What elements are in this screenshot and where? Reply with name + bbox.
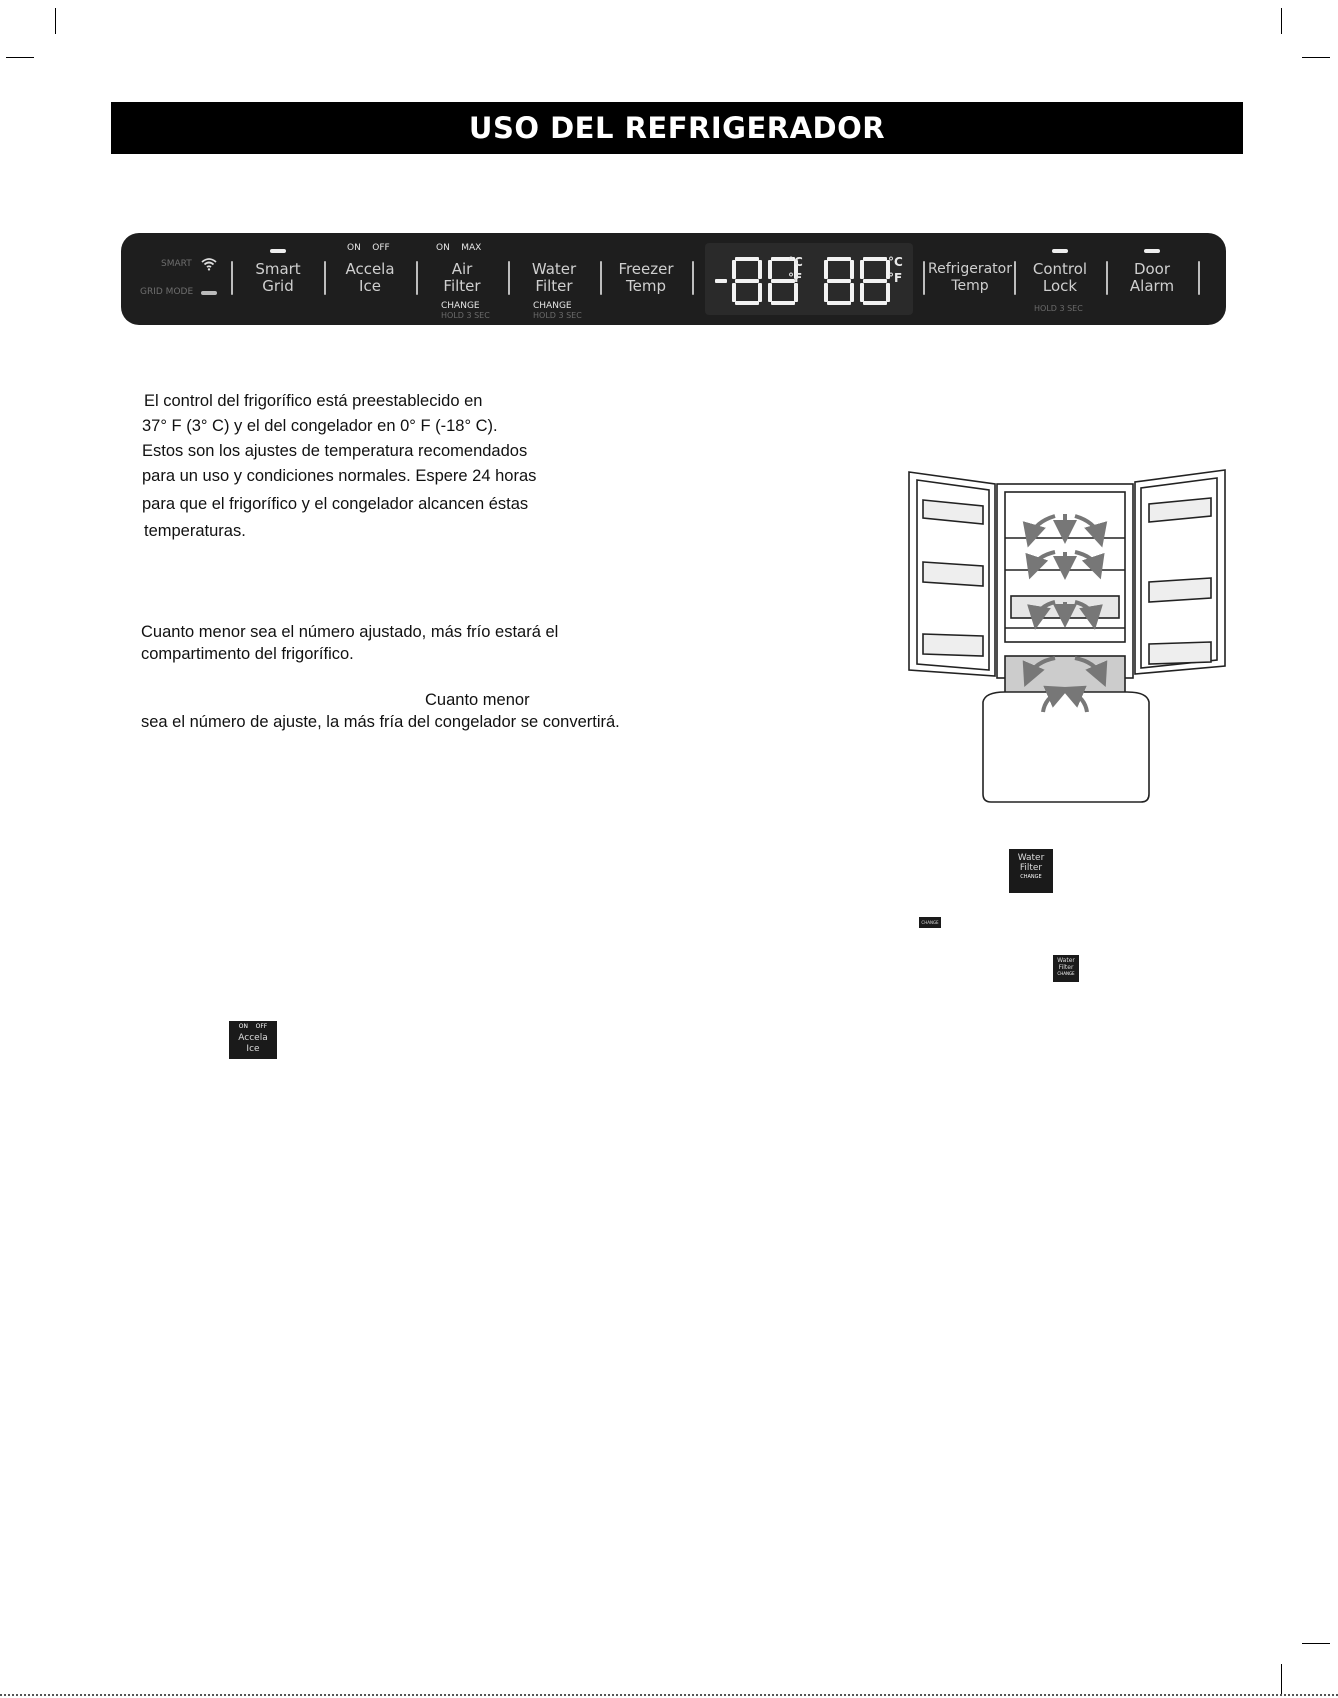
control-panel: SMART GRID MODE Smart Grid ON OFF Accela… bbox=[121, 233, 1226, 325]
smart-grid-button[interactable]: Smart Grid bbox=[235, 261, 321, 295]
accela-ice-icon-line2: Ice bbox=[246, 1044, 260, 1054]
air-filter-change-label: CHANGE bbox=[441, 301, 480, 311]
temperature-display: °C °F °C °F bbox=[705, 243, 913, 315]
refrigerator-unit-f: °F bbox=[888, 271, 903, 285]
wifi-icon bbox=[201, 258, 217, 271]
refrigerator-unit-c: °C bbox=[888, 255, 903, 269]
bottom-dotted-rule bbox=[0, 1694, 1338, 1696]
accela-ice-button[interactable]: Accela Ice bbox=[327, 261, 413, 295]
air-filter-line1: Air bbox=[451, 260, 473, 278]
water-filter-hold-label: HOLD 3 SEC bbox=[533, 311, 582, 320]
smart-grid-indicator bbox=[270, 249, 286, 253]
crop-mark bbox=[55, 8, 56, 34]
water-filter-small-line2: Filter bbox=[1058, 964, 1074, 971]
accela-ice-status: ON OFF bbox=[347, 243, 390, 253]
control-lock-hold-label: HOLD 3 SEC bbox=[1034, 304, 1083, 313]
water-filter-icon-change: CHANGE bbox=[1020, 874, 1042, 880]
smart-label: SMART bbox=[161, 259, 192, 269]
water-filter-icon-line1: Water bbox=[1017, 853, 1045, 863]
separator bbox=[416, 261, 418, 295]
door-alarm-button[interactable]: Door Alarm bbox=[1109, 261, 1195, 295]
crop-mark bbox=[1302, 1643, 1330, 1644]
accela-ice-line1: Accela bbox=[345, 260, 395, 278]
control-lock-indicator bbox=[1052, 249, 1068, 253]
freezer-setting-line: sea el número de ajuste, la más fría del… bbox=[141, 713, 620, 731]
separator bbox=[692, 261, 694, 295]
refrigerator-airflow-illustration bbox=[908, 469, 1226, 803]
door-alarm-line1: Door bbox=[1133, 260, 1171, 278]
separator bbox=[600, 261, 602, 295]
page-title-bar: USO DEL REFRIGERADOR bbox=[111, 102, 1243, 154]
separator bbox=[1106, 261, 1108, 295]
water-filter-line2: Filter bbox=[535, 277, 573, 295]
intro-line: 37° F (3° C) y el del congelador en 0° F… bbox=[142, 417, 498, 435]
freezer-temp-line1: Freezer bbox=[618, 260, 674, 278]
freezer-temp-line2: Temp bbox=[626, 277, 666, 295]
smart-grid-line1: Smart bbox=[255, 260, 301, 278]
air-filter-hold-label: HOLD 3 SEC bbox=[441, 311, 490, 320]
control-lock-line1: Control bbox=[1032, 260, 1088, 278]
change-indicator-icon: CHANGE bbox=[919, 917, 941, 928]
grid-mode-label: GRID MODE bbox=[140, 287, 194, 297]
water-filter-icon: Water Filter CHANGE bbox=[1009, 849, 1053, 893]
freezer-setting-line: Cuanto menor bbox=[425, 691, 530, 709]
separator bbox=[508, 261, 510, 295]
intro-line: para que el frigorífico y el congelador … bbox=[142, 495, 529, 513]
separator bbox=[231, 261, 233, 295]
intro-line: para un uso y condiciones normales. Espe… bbox=[142, 467, 537, 485]
air-filter-line2: Filter bbox=[443, 277, 481, 295]
water-filter-line1: Water bbox=[531, 260, 577, 278]
door-alarm-indicator bbox=[1144, 249, 1160, 253]
refrigerator-setting-line: compartimento del frigorífico. bbox=[141, 645, 354, 663]
crop-mark bbox=[1281, 1664, 1282, 1694]
accela-ice-icon-status: ON OFF bbox=[238, 1023, 268, 1030]
page-title: USO DEL REFRIGERADOR bbox=[468, 111, 886, 145]
crop-mark bbox=[6, 57, 34, 58]
intro-line: El control del frigorífico está preestab… bbox=[144, 392, 483, 410]
control-lock-line2: Lock bbox=[1042, 277, 1078, 295]
water-filter-small-line1: Water bbox=[1057, 957, 1075, 964]
freezer-temp-button[interactable]: Freezer Temp bbox=[603, 261, 689, 295]
crop-mark bbox=[1302, 57, 1330, 58]
intro-line: Estos son los ajustes de temperatura rec… bbox=[142, 442, 528, 460]
air-filter-button[interactable]: Air Filter bbox=[419, 261, 505, 295]
water-filter-icon-small: Water Filter CHANGE bbox=[1053, 955, 1079, 982]
separator bbox=[1014, 261, 1016, 295]
crop-mark bbox=[1281, 8, 1282, 34]
water-filter-button[interactable]: Water Filter bbox=[511, 261, 597, 295]
freezer-digits bbox=[715, 257, 798, 305]
water-filter-small-change: CHANGE bbox=[1057, 971, 1075, 976]
refrigerator-temp-line2: Temp bbox=[951, 278, 989, 294]
water-filter-icon-line2: Filter bbox=[1019, 863, 1043, 873]
separator bbox=[1198, 261, 1200, 295]
smart-grid-line2: Grid bbox=[262, 277, 294, 295]
accela-ice-icon-line1: Accela bbox=[238, 1033, 268, 1043]
water-filter-change-label: CHANGE bbox=[533, 301, 572, 311]
refrigerator-digits bbox=[824, 257, 890, 305]
refrigerator-temp-line1: Refrigerator bbox=[928, 261, 1012, 277]
door-alarm-line2: Alarm bbox=[1129, 277, 1175, 295]
refrigerator-temp-button[interactable]: Refrigerator Temp bbox=[925, 261, 1015, 295]
air-filter-status: ON MAX bbox=[436, 243, 482, 253]
accela-ice-line2: Ice bbox=[359, 277, 381, 295]
refrigerator-setting-line: Cuanto menor sea el número ajustado, más… bbox=[141, 623, 559, 641]
control-lock-button[interactable]: Control Lock bbox=[1017, 261, 1103, 295]
separator bbox=[923, 261, 925, 295]
accela-ice-icon: ON OFF Accela Ice bbox=[229, 1021, 277, 1059]
freezer-unit-c: °C bbox=[788, 255, 803, 269]
freezer-unit-f: °F bbox=[788, 271, 803, 285]
separator bbox=[324, 261, 326, 295]
intro-line: temperaturas. bbox=[144, 522, 246, 540]
grid-mode-indicator bbox=[201, 291, 217, 295]
